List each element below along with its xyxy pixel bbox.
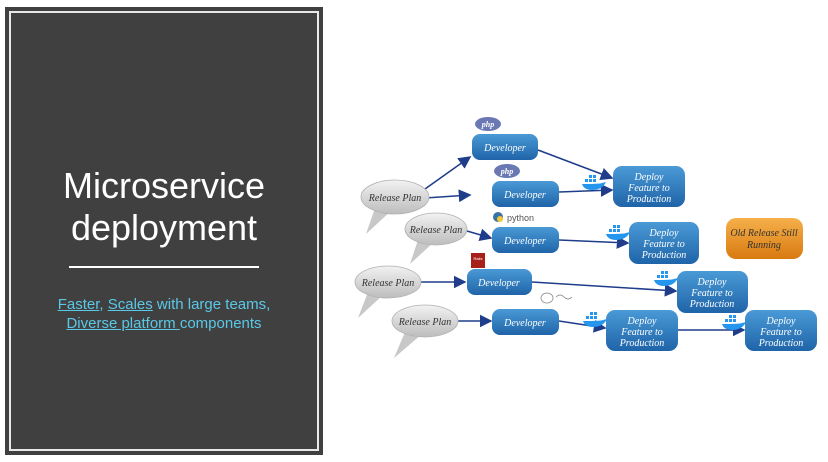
- subtitle-components-text: components: [179, 315, 262, 332]
- docker-whale-icon: [583, 312, 607, 327]
- developer-label: Developer: [503, 236, 546, 247]
- release-plan-label: Release Plan: [361, 278, 414, 289]
- scales-link[interactable]: Scales: [107, 296, 153, 313]
- go-gopher-icon: [540, 292, 573, 304]
- developer-label: Developer: [503, 318, 546, 329]
- deploy-label-line2: Feature to: [759, 327, 802, 338]
- release-plan-bubble-1: Release Plan: [360, 179, 430, 234]
- deploy-label-line2: Feature to: [690, 288, 733, 299]
- deploy-box-4: Deploy Feature to Production: [606, 310, 678, 351]
- php-logo: php: [475, 117, 501, 131]
- deploy-label-line3: Production: [689, 299, 735, 310]
- deploy-box-1: Deploy Feature to Production: [613, 166, 685, 207]
- deploy-label-line1: Deploy: [634, 172, 664, 183]
- release-plan-label: Release Plan: [409, 225, 462, 236]
- deploy-label-line2: Feature to: [642, 239, 685, 250]
- diverse-platform-link[interactable]: Diverse platform: [66, 315, 180, 332]
- docker-whale-icon: [654, 271, 678, 286]
- deploy-label-line1: Deploy: [766, 316, 796, 327]
- svg-text:Rails: Rails: [474, 256, 483, 261]
- developer-box-5: Developer: [492, 309, 559, 335]
- developer-box-1: Developer: [472, 134, 538, 160]
- faster-link[interactable]: Faster: [57, 296, 100, 313]
- deploy-label-line1: Deploy: [697, 277, 727, 288]
- developer-label: Developer: [503, 190, 546, 201]
- subtitle-line2: Diverse platform components: [5, 314, 323, 333]
- developer-label: Developer: [483, 143, 526, 154]
- deploy-label-line1: Deploy: [649, 228, 679, 239]
- rails-logo: Rails: [471, 253, 485, 268]
- deploy-label-line1: Deploy: [627, 316, 657, 327]
- slide-title: Microservice deployment: [5, 165, 323, 249]
- old-release-box: Old Release Still Running: [726, 218, 803, 259]
- deploy-box-5: Deploy Feature to Production: [745, 310, 817, 351]
- docker-whale-icon: [722, 315, 746, 330]
- subtitle-scales-text: with large teams,: [152, 296, 271, 313]
- deploy-box-2: Deploy Feature to Production: [629, 222, 699, 264]
- release-plan-label: Release Plan: [398, 317, 451, 328]
- release-plan-label: Release Plan: [368, 193, 421, 204]
- slide-title-line1: Microservice: [62, 165, 266, 206]
- developer-box-4: Developer: [467, 269, 532, 295]
- subtitle-line1: Faster, Scales with large teams,: [5, 295, 323, 314]
- subtitle-sep: ,: [99, 296, 108, 313]
- deploy-label-line2: Feature to: [627, 183, 670, 194]
- docker-whale-icon: [582, 175, 606, 190]
- deploy-label-line3: Production: [619, 338, 665, 349]
- developer-label: Developer: [477, 278, 520, 289]
- developer-box-3: Developer: [492, 227, 559, 253]
- php-logo: php: [494, 164, 520, 178]
- slide-title-line2: deployment: [70, 207, 258, 248]
- title-divider: [69, 266, 259, 268]
- svg-text:python: python: [507, 213, 534, 223]
- deploy-label-line3: Production: [758, 338, 804, 349]
- docker-whale-icon: [606, 225, 630, 240]
- deploy-label-line2: Feature to: [620, 327, 663, 338]
- old-release-line1: Old Release Still: [730, 228, 797, 239]
- release-plan-bubble-4: Release Plan: [391, 304, 459, 358]
- developer-box-2: Developer: [492, 181, 559, 207]
- release-plan-bubble-2: Release Plan: [404, 212, 468, 264]
- python-logo: python: [493, 212, 534, 223]
- svg-text:php: php: [481, 120, 494, 129]
- release-plan-bubble-3: Release Plan: [354, 265, 422, 318]
- arrows: [420, 149, 746, 337]
- slide-subtitle: Faster, Scales with large teams, Diverse…: [5, 295, 323, 333]
- old-release-line2: Running: [746, 240, 781, 251]
- deploy-box-3: Deploy Feature to Production: [677, 271, 748, 313]
- title-panel-border: [9, 11, 319, 451]
- title-panel: Microservice deployment Faster, Scales w…: [5, 7, 323, 455]
- svg-text:php: php: [500, 167, 513, 176]
- deploy-label-line3: Production: [626, 194, 672, 205]
- deploy-label-line3: Production: [641, 250, 687, 261]
